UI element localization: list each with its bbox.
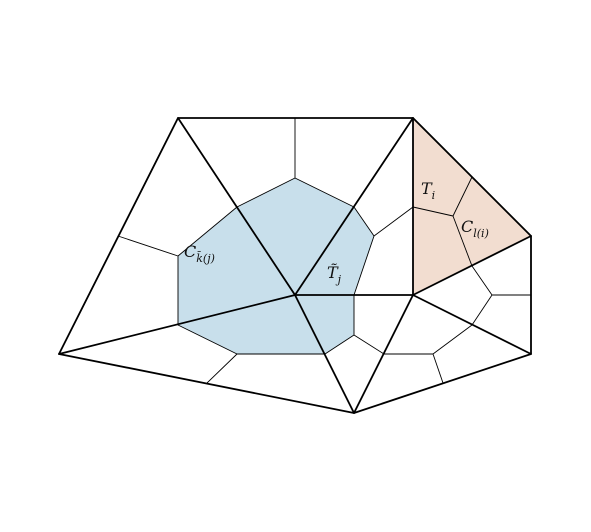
mesh-edge bbox=[412, 294, 532, 355]
dual-triangle-label: T̃j bbox=[327, 263, 342, 286]
triangle-ti-label: Ti bbox=[421, 179, 435, 202]
control-volume-label: Ck̄(j) bbox=[184, 242, 215, 265]
mesh-edge bbox=[412, 235, 532, 296]
triangle-ti-shaded bbox=[413, 118, 531, 295]
dual-edge bbox=[177, 177, 375, 296]
dual-mesh-edges bbox=[117, 118, 531, 384]
dual-edge bbox=[432, 353, 444, 384]
dual-edge bbox=[373, 176, 473, 237]
dual-edge bbox=[452, 215, 473, 267]
subcell-label: Cl(i) bbox=[461, 217, 489, 240]
mesh-edge bbox=[353, 294, 414, 414]
dual-edge bbox=[206, 353, 238, 384]
mesh-edge bbox=[294, 294, 355, 414]
dual-edge bbox=[471, 265, 531, 296]
mesh-edge bbox=[177, 117, 296, 296]
triangulation-edges bbox=[58, 117, 532, 414]
mesh-edge bbox=[58, 294, 296, 355]
mesh-edge bbox=[294, 117, 414, 296]
